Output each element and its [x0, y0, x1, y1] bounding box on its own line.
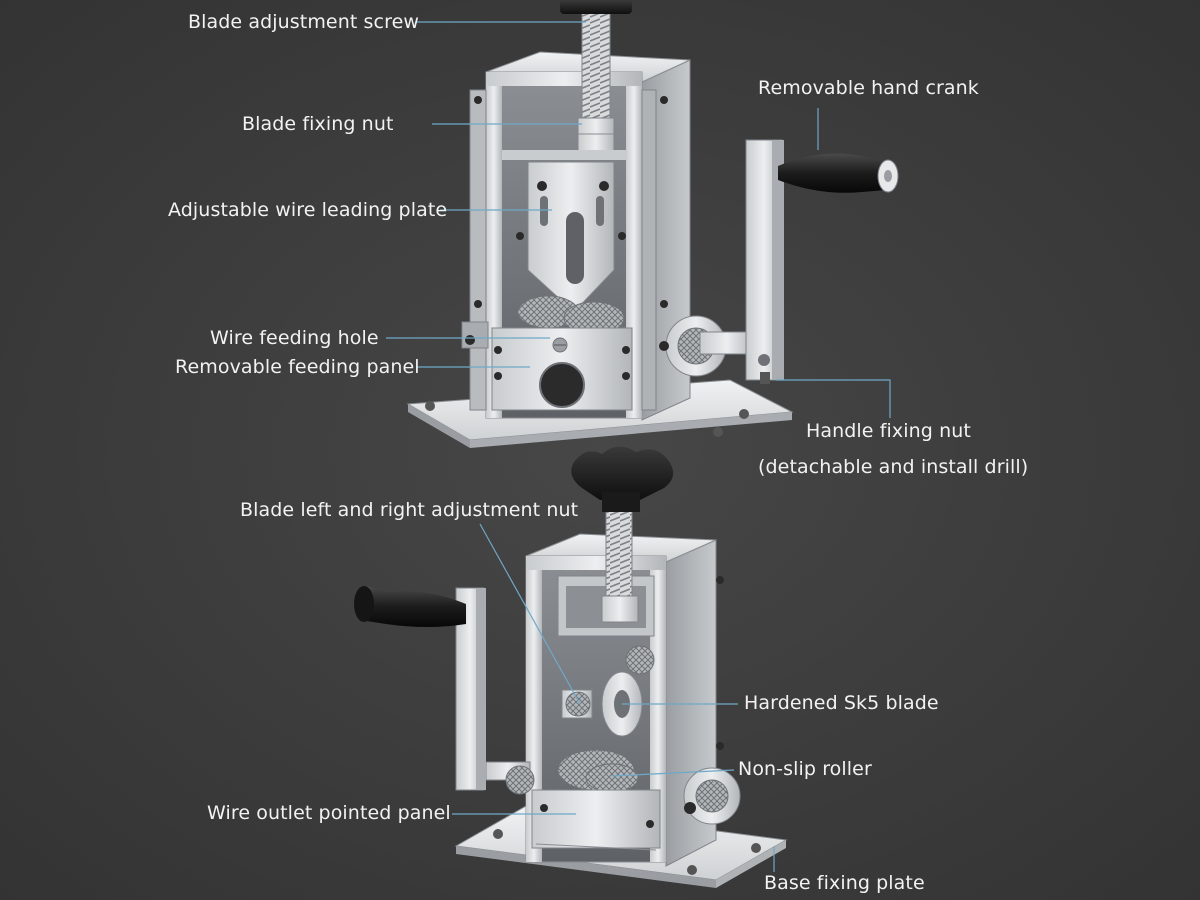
- top-machine: [406, 0, 899, 448]
- label-base-fixing-plate: Base fixing plate: [764, 872, 925, 894]
- leader-handle-fixing-nut: [776, 379, 891, 418]
- label-blade-left-right-adjustment-nut: Blade left and right adjustment nut: [240, 499, 579, 521]
- label-handle-fixing-nut: Handle fixing nut: [806, 420, 971, 442]
- label-removable-hand-crank: Removable hand crank: [758, 77, 979, 99]
- label-non-slip-roller: Non-slip roller: [738, 758, 872, 780]
- bottom-wire-outlet-panel: [531, 789, 661, 849]
- top-crank-handle: [778, 153, 892, 193]
- label-blade-fixing-nut: Blade fixing nut: [242, 113, 394, 135]
- label-removable-feeding-panel: Removable feeding panel: [175, 356, 420, 378]
- bottom-blade-adjustment-nut: [565, 691, 591, 717]
- label-blade-adjustment-screw: Blade adjustment screw: [188, 11, 420, 33]
- top-blade-fixing-nut: [577, 117, 615, 153]
- top-adjustment-screw: [581, 0, 611, 119]
- label-wire-feeding-hole: Wire feeding hole: [210, 327, 379, 349]
- leader-non-slip-roller: [611, 769, 735, 777]
- bottom-machine: [354, 446, 788, 888]
- leader-lines: [386, 21, 891, 872]
- label-hardened-sk5-blade: Hardened Sk5 blade: [744, 692, 939, 714]
- label-handle-fixing-nut-note: (detachable and install drill): [758, 456, 1029, 478]
- label-adjustable-wire-leading-plate: Adjustable wire leading plate: [168, 199, 448, 221]
- bottom-knob: [571, 446, 674, 500]
- label-wire-outlet-pointed-panel: Wire outlet pointed panel: [207, 802, 451, 824]
- leader-blade-lr-nut: [479, 523, 581, 705]
- bottom-crank-handle: [357, 586, 466, 627]
- bottom-adjustment-screw: [605, 499, 633, 597]
